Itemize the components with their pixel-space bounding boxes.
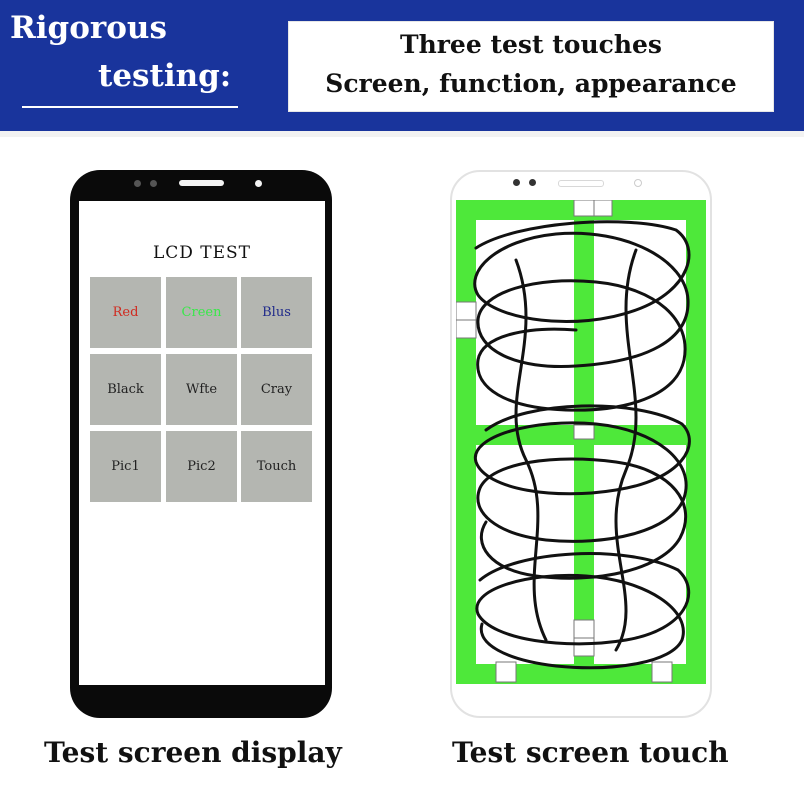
- caption-display-test: Test screen display: [44, 736, 342, 769]
- touch-scribble: [473, 220, 691, 670]
- lcd-test-tile-pic2[interactable]: Pic2: [166, 431, 237, 502]
- sensor-icon: [529, 179, 536, 186]
- proximity-sensor-icon: [255, 180, 262, 187]
- touch-test-screen: [456, 200, 706, 684]
- banner-title-line2: testing:: [98, 58, 232, 94]
- lcd-test-tile-red[interactable]: Red: [90, 277, 161, 348]
- headline-box: Three test touches Screen, function, app…: [288, 21, 774, 112]
- lcd-test-title: LCD TEST: [152, 243, 252, 263]
- sensor-icon: [150, 180, 157, 187]
- lcd-test-tile-creen[interactable]: Creen: [166, 277, 237, 348]
- lcd-test-tile-touch[interactable]: Touch: [241, 431, 312, 502]
- earpiece-speaker: [558, 180, 604, 187]
- lcd-test-tile-cray[interactable]: Cray: [241, 354, 312, 425]
- lcd-test-tile-blus[interactable]: Blus: [241, 277, 312, 348]
- lcd-test-tile-wfte[interactable]: Wfte: [166, 354, 237, 425]
- front-camera-icon: [134, 180, 141, 187]
- divider: [0, 131, 804, 137]
- banner-title-line1: Rigorous: [10, 10, 167, 46]
- touch-test-grid: [456, 200, 706, 684]
- banner-underline: [22, 106, 238, 108]
- front-camera-icon: [513, 179, 520, 186]
- headline-line1: Three test touches: [399, 30, 663, 59]
- caption-touch-test: Test screen touch: [452, 736, 729, 769]
- lcd-test-tile-black[interactable]: Black: [90, 354, 161, 425]
- lcd-test-tile-pic1[interactable]: Pic1: [90, 431, 161, 502]
- proximity-sensor-icon: [634, 179, 642, 187]
- headline-line2: Screen, function, appearance: [325, 69, 737, 98]
- earpiece-speaker: [179, 180, 224, 186]
- header-banner: Rigorous testing: Three test touches Scr…: [0, 0, 804, 131]
